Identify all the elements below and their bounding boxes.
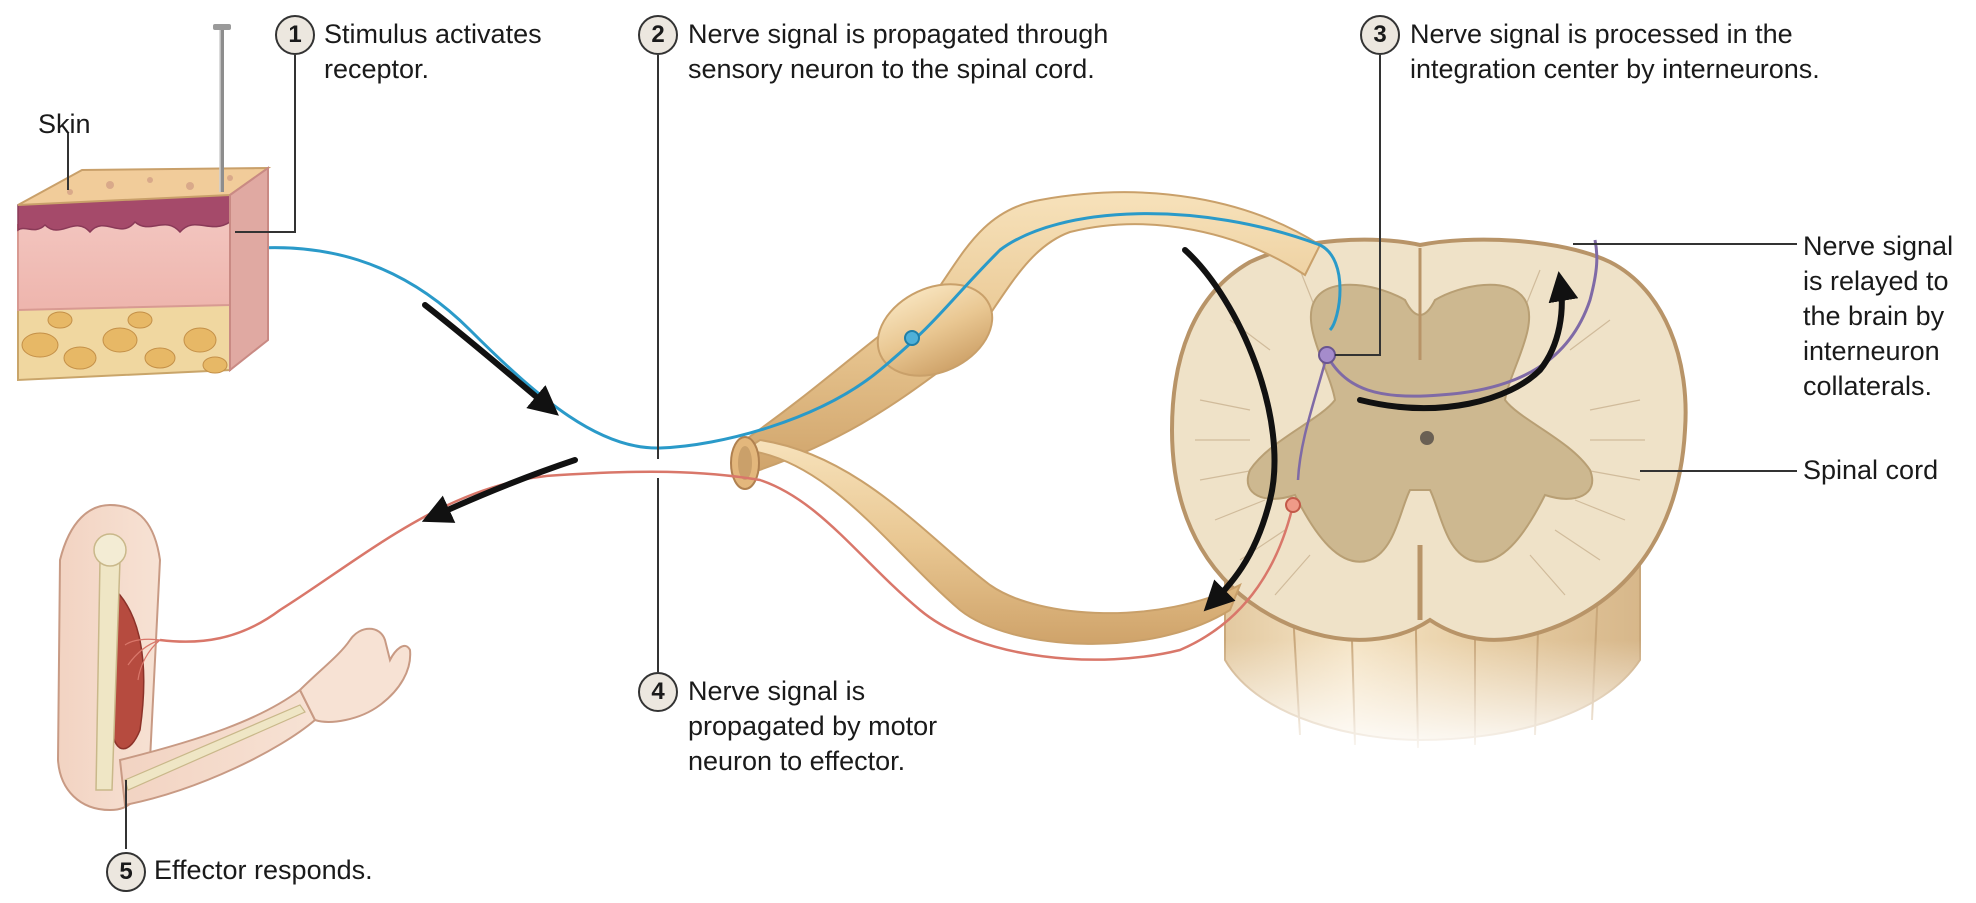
- motor-nerve-endings: [124, 638, 161, 681]
- motor-neuron-cell-body: [1285, 497, 1301, 513]
- leader-step-3: [1335, 55, 1381, 356]
- skin-epidermis: [17, 194, 231, 234]
- interneuron-cell-body: [1318, 346, 1336, 364]
- step-5-text: Effector responds.: [154, 855, 373, 885]
- sensory-neuron: [205, 212, 1342, 450]
- sensory-neuron-cell-body: [904, 330, 920, 346]
- spinal-cord-fade: [1200, 640, 1670, 760]
- step-2-text: Nerve signal is propagated through senso…: [688, 19, 1109, 84]
- step-4-number: 4: [638, 672, 678, 712]
- spinal-cord: [1169, 237, 1688, 760]
- arm: [56, 503, 412, 812]
- sensory-direction-arrow: [422, 302, 559, 416]
- leader-step-1: [235, 55, 296, 233]
- step-1-text: Stimulus activates receptor.: [324, 19, 542, 84]
- leader-lines: [67, 55, 1797, 849]
- dorsal-root-ganglion: [876, 283, 994, 377]
- interneuron: [1296, 239, 1599, 481]
- step-3-text: Nerve signal is processed in the integra…: [1410, 19, 1820, 84]
- signal-direction-arrows: [421, 247, 1579, 612]
- step-3-number: 3: [1360, 15, 1400, 55]
- step-1-number: 1: [275, 15, 315, 55]
- relay-arrow: [1357, 271, 1579, 412]
- skin-label: Skin: [38, 109, 91, 139]
- spinal-cord-label: Spinal cord: [1803, 455, 1939, 485]
- motor-neuron: [159, 470, 1301, 661]
- relay-label: Nerve signal is relayed to the brain by …: [1803, 231, 1954, 401]
- step-4-text: Nerve signal is propagated by motor neur…: [688, 676, 938, 776]
- motor-direction-arrow: [421, 457, 578, 523]
- skin-side: [229, 166, 269, 373]
- pin-head: [213, 24, 231, 30]
- adipose-cells: [21, 311, 228, 374]
- step-5-number: 5: [106, 852, 146, 892]
- humeral-head: [93, 533, 127, 567]
- hand: [298, 627, 412, 723]
- integration-arrow: [1182, 247, 1278, 612]
- skin-surface-texture: [67, 175, 233, 195]
- ventral-root: [742, 438, 1242, 645]
- step-2-number: 2: [638, 15, 678, 55]
- central-canal: [1420, 431, 1434, 445]
- skin-block: [17, 24, 272, 382]
